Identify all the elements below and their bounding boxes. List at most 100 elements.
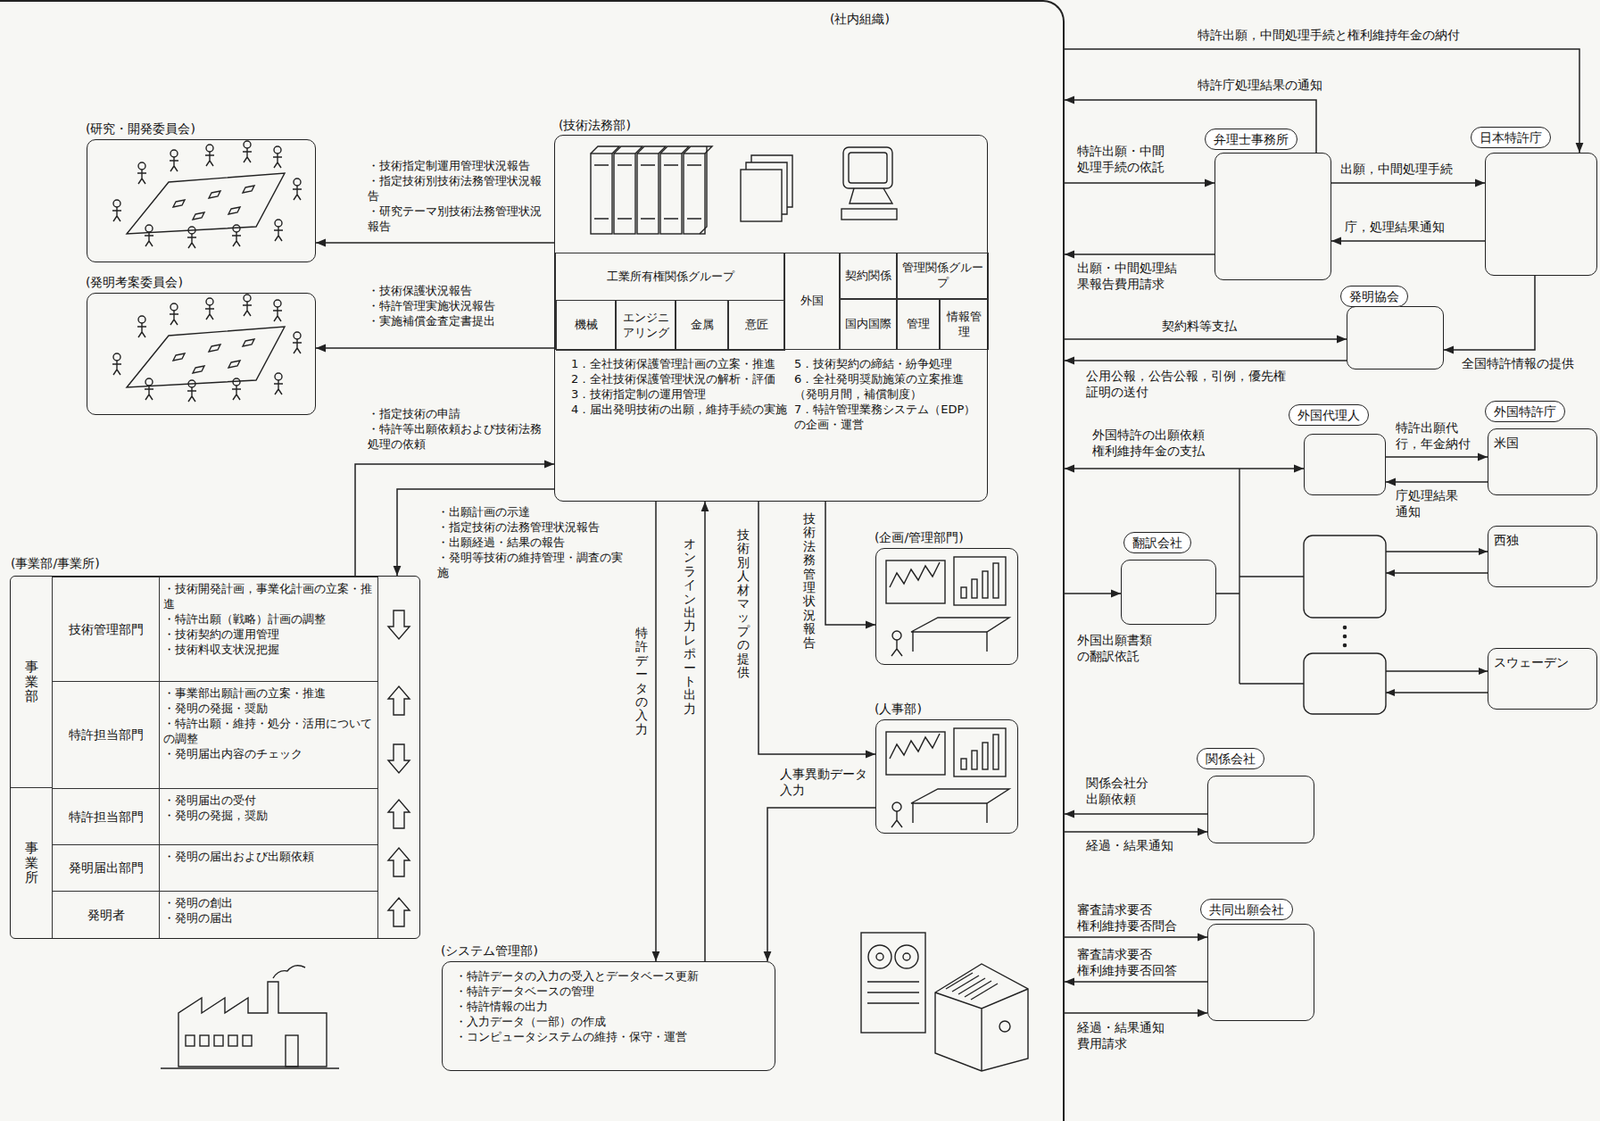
text-slot: (研究・開発委員会) [85, 120, 196, 137]
report-item: ・出願経過・結果の報告 [437, 535, 630, 551]
node-text: 情報管理 [944, 309, 985, 340]
flow-connector [654, 501, 657, 962]
circle-part [170, 149, 178, 158]
text-slot: (社内組織) [829, 10, 890, 27]
report-item: ・技術指定制運用管理状況報告 [367, 158, 551, 175]
path-part [699, 146, 707, 234]
rect-part [886, 731, 946, 775]
node-text: ・技術料収支状況把握 [163, 642, 376, 658]
node-text: ・事業部出願計画の立案・推進 [163, 686, 376, 702]
edge-label: 特許庁処理結果の通知 [1195, 76, 1325, 93]
illustrations [112, 140, 1488, 1071]
path-part [112, 360, 122, 375]
circle-part [876, 953, 884, 961]
rect-part [185, 1035, 195, 1046]
edge-label-text: 審査請求要否 権利維持要否回答 [1077, 945, 1185, 979]
factory-illustration [160, 965, 340, 1069]
external-box: 外国特許庁米国 [1487, 428, 1598, 496]
path-part [1216, 468, 1304, 684]
node-text: 特許担当部門 [68, 808, 144, 825]
node-text: 管理 [906, 316, 930, 332]
external-box: 日本特許庁 [1484, 152, 1598, 276]
rect-part [590, 153, 613, 234]
circle-part [113, 199, 121, 208]
edge-label-text: 技術法務管理状況報告 [803, 512, 816, 650]
path-part [208, 344, 221, 352]
text-slot: 関係会社 [1196, 747, 1265, 770]
edge-label: 出願，中間処理手続 [1338, 160, 1455, 177]
circle-part [138, 162, 146, 170]
circle-part [868, 945, 892, 969]
text-slot: (発明考案委員会) [85, 273, 183, 291]
g-part [315, 49, 1580, 1013]
path-part [891, 811, 903, 828]
circle-part [1343, 634, 1346, 638]
flow-connector [1064, 467, 1304, 470]
group-cell: 外国 [784, 252, 840, 350]
text-slot: (企画/管理部門) [874, 529, 964, 546]
rect-part [843, 147, 893, 189]
edge-label-text: 経過・結果通知 [1086, 837, 1174, 854]
circle-part [145, 378, 153, 386]
node-text: エンジニアリング [620, 310, 672, 341]
circle-part [273, 146, 282, 154]
report-item: ・研究テーマ別技術法務管理状況報告 [367, 204, 551, 235]
path-part [232, 232, 241, 247]
report-item: ・指定技術別技術法務管理状況報告 [367, 174, 551, 205]
edge-label-text: 特許出願代行，年金納付 [1395, 419, 1482, 452]
node-text: ・技術契約の運用管理 [163, 627, 376, 643]
node-text: (企画/管理部門) [874, 529, 964, 546]
rect-part [993, 563, 999, 598]
path-part [242, 301, 252, 316]
path-part [228, 207, 241, 215]
report-list: ・指定技術の申請・特許等出願依頼および技術法務処理の依頼 [365, 406, 553, 453]
circle-part [206, 144, 214, 152]
flow-connector [767, 807, 876, 962]
node-text: 国内国際 [845, 316, 892, 332]
edge-label-text: 外国出願書類の翻訳依託 [1077, 631, 1158, 664]
rect-part [971, 750, 978, 770]
report-item: ・実施補償金査定書提出 [367, 314, 551, 330]
flow-connector [1064, 936, 1208, 938]
path-part [273, 226, 283, 241]
edge-label-text: 特許データの入力 [635, 626, 648, 737]
text-slot: 特許担当部門 [52, 681, 160, 788]
flow-connector [1443, 275, 1535, 350]
edge-label-text: 技術別人材マップの提供 [737, 528, 750, 680]
edge-label-text: 経過・結果通知 費用請求 [1077, 1019, 1185, 1052]
circle-part [903, 953, 911, 961]
rect-part [848, 152, 888, 183]
report-list: ・出願計画の示達・指定技術の法務管理状況報告・出願経過・結果の報告・発明等技術の… [435, 505, 631, 581]
polygon-part [388, 799, 410, 829]
circle-part [206, 298, 214, 306]
path-part [617, 165, 632, 219]
circle-part [293, 331, 301, 340]
text-slot: 西独 [1493, 531, 1519, 548]
node-text: 3．技術指定制の運用管理 [571, 387, 790, 403]
foreign-agent-links [1216, 468, 1488, 714]
flow-connector [315, 347, 555, 349]
edge-label: 全国特許情報の提供 [1459, 355, 1576, 372]
computer-illustration [861, 932, 1028, 1071]
edge-label-text: オンライン出力 レポート出力 [683, 537, 697, 716]
rect-part [993, 734, 999, 770]
node-text: (事業部/事業所) [10, 555, 100, 572]
path-part [126, 326, 285, 388]
terminal-illustration [841, 147, 897, 220]
rect-part [199, 1035, 209, 1046]
edge-label-text: 審査請求要否 権利維持要否問合 [1077, 901, 1185, 934]
path-part [1385, 670, 1488, 672]
report-list: ・技術指定制運用管理状況報告・指定技術別技術法務管理状況報告・研究テーマ別技術法… [365, 158, 553, 234]
rect-part [961, 587, 967, 598]
group-box: 工業所有権関係グループ機械エンジニアリング金属意匠 [555, 252, 785, 350]
path-part [1385, 572, 1488, 573]
edge-label: 契約料等支払 [1160, 317, 1239, 334]
path-part [173, 353, 185, 361]
path-part [192, 365, 205, 374]
path-part [1385, 550, 1488, 552]
flow-connector [1064, 338, 1347, 340]
path-part [137, 169, 147, 184]
external-box: 西独 [1487, 525, 1598, 588]
text-slot: ・技術開発計画，事業化計画の立案・推進・特許出願（戦略）計画の調整・技術契約の運… [163, 581, 376, 657]
edge-label-text: 庁，処理結果通知 [1344, 218, 1445, 235]
